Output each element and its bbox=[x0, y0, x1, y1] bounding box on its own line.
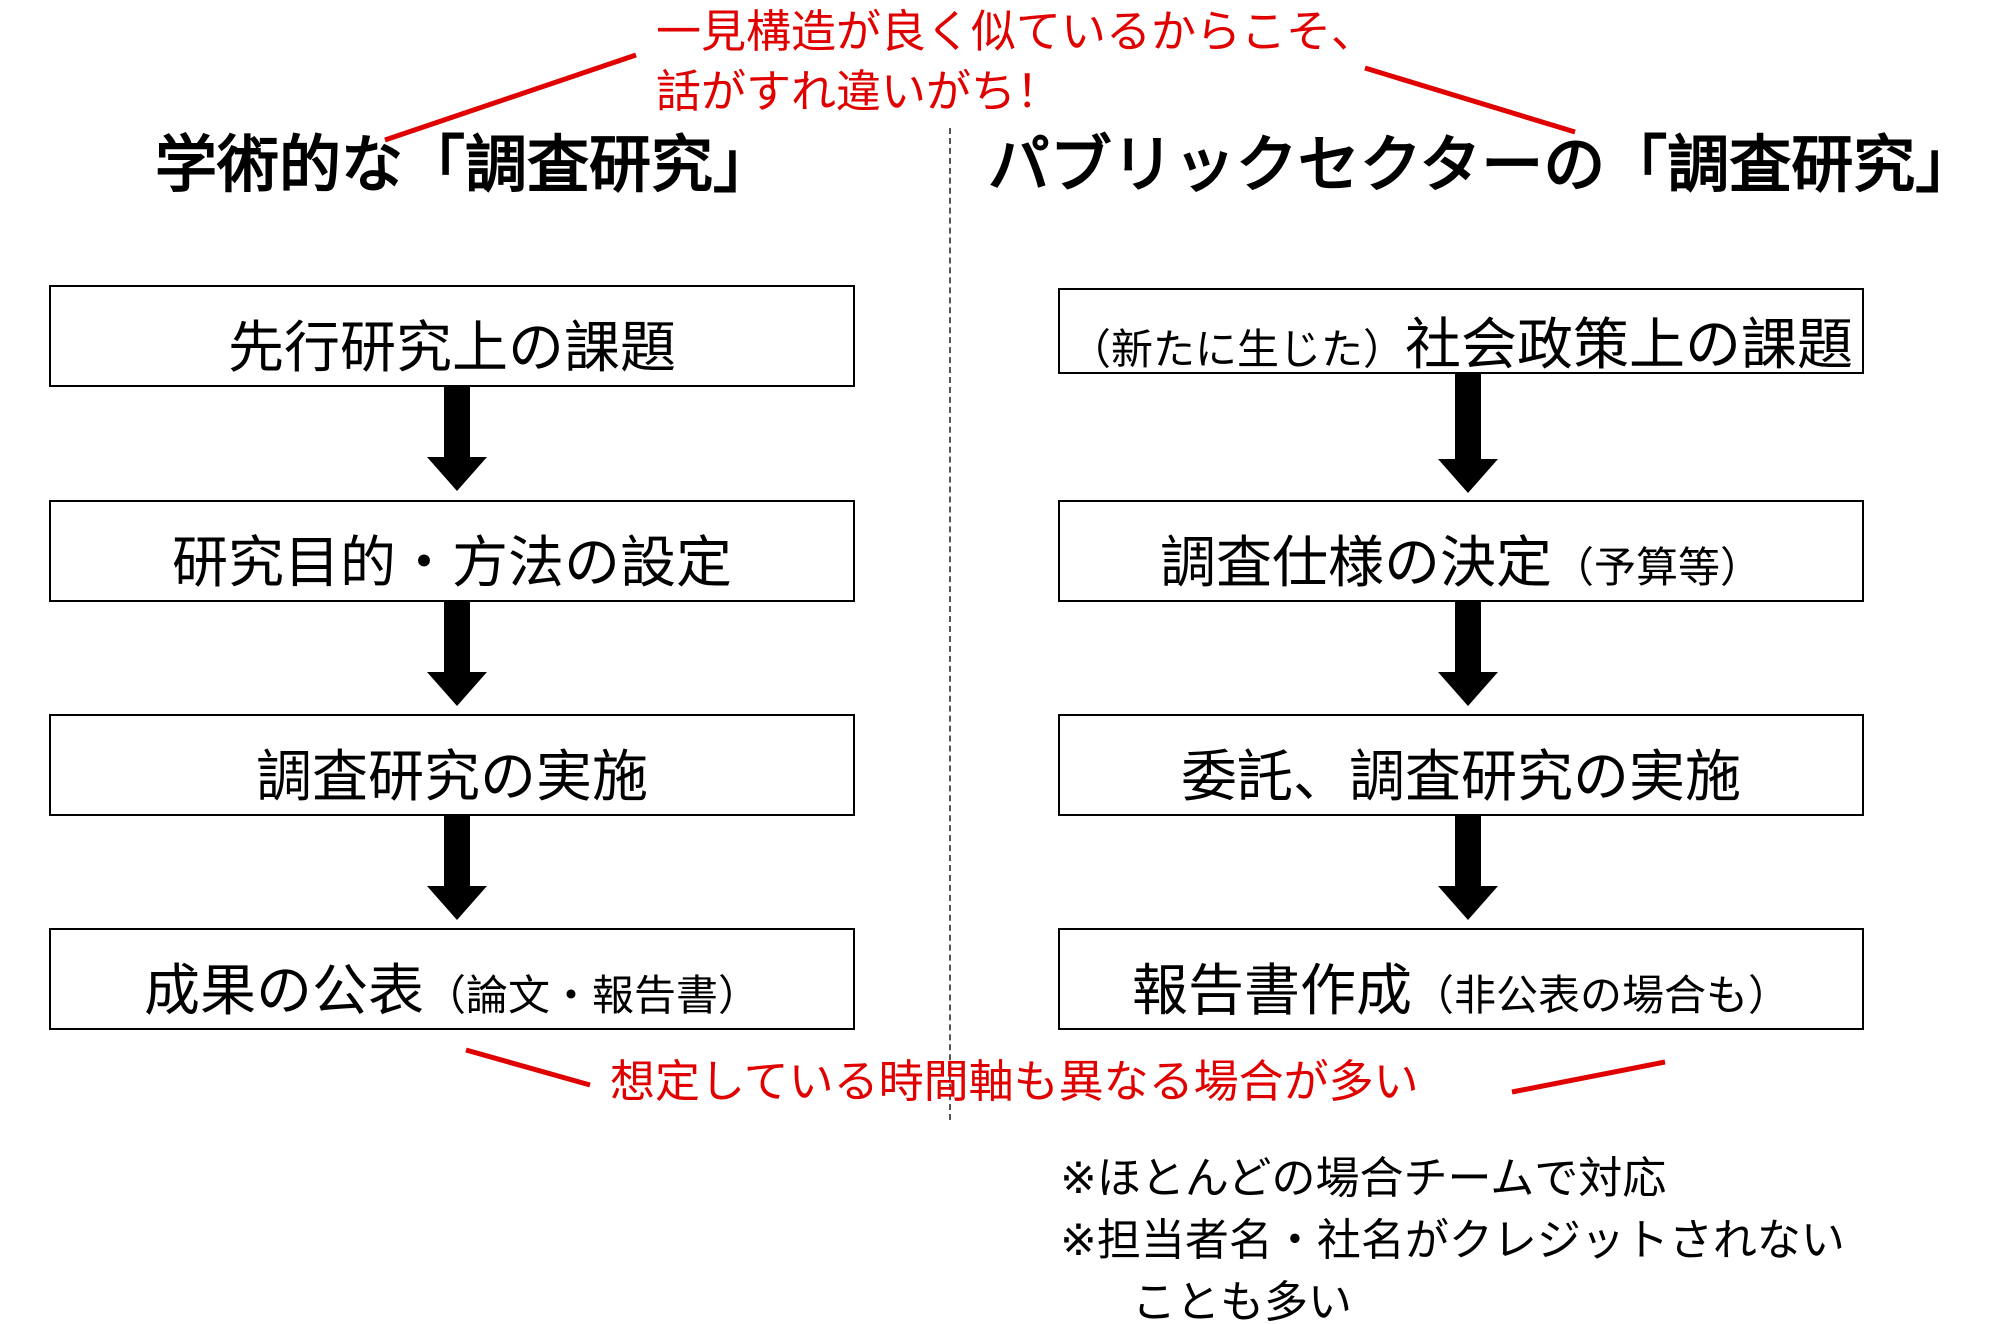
right-step-1-main: 社会政策上の課題 bbox=[1405, 313, 1853, 378]
left-arrow-1-head bbox=[427, 457, 487, 491]
left-step-1-box: 先行研究上の課題 bbox=[49, 285, 855, 387]
left-step-4-main: 成果の公表 bbox=[143, 959, 424, 1024]
left-step-3-box: 調査研究の実施 bbox=[49, 714, 855, 816]
right-arrow-3-head bbox=[1438, 886, 1498, 920]
right-arrow-2-head bbox=[1438, 672, 1498, 706]
right-column-title: パブリックセクターの「調査研究」 bbox=[987, 128, 1978, 201]
left-arrow-1-shaft bbox=[444, 387, 470, 457]
left-step-4-sub: （論文・報告書） bbox=[423, 971, 760, 1020]
right-arrow-1-shaft bbox=[1455, 374, 1481, 459]
right-step-1-box: （新たに生じた）社会政策上の課題 bbox=[1058, 288, 1864, 378]
left-step-3-main: 調査研究の実施 bbox=[256, 745, 648, 810]
right-step-1-sub: （新たに生じた） bbox=[1068, 325, 1405, 374]
left-arrow-2-shaft bbox=[444, 602, 470, 672]
footnotes: ※ほとんどの場合チームで対応 ※担当者名・社名がクレジットされない ことも多い bbox=[1060, 1148, 1845, 1324]
right-arrow-2-shaft bbox=[1455, 602, 1481, 672]
right-step-2-text: 調査仕様の決定（予算等） bbox=[1060, 518, 1862, 599]
column-divider bbox=[949, 128, 951, 1120]
bottom-note: 想定している時間軸も異なる場合が多い bbox=[610, 1055, 1419, 1108]
right-step-2-main: 調査仕様の決定 bbox=[1159, 531, 1552, 596]
left-step-2-text: 研究目的・方法の設定 bbox=[51, 518, 853, 599]
right-step-1-text: （新たに生じた）社会政策上の課題 bbox=[1060, 300, 1862, 381]
right-step-2-sub: （予算等） bbox=[1551, 543, 1762, 592]
left-arrow-2-head bbox=[427, 672, 487, 706]
left-step-1-text: 先行研究上の課題 bbox=[51, 303, 853, 384]
left-arrow-3-shaft bbox=[444, 816, 470, 886]
left-arrow-3-head bbox=[427, 886, 487, 920]
right-step-2-box: 調査仕様の決定（予算等） bbox=[1058, 500, 1864, 602]
left-step-2-box: 研究目的・方法の設定 bbox=[49, 500, 855, 602]
footnote-2: ※担当者名・社名がクレジットされない bbox=[1060, 1215, 1845, 1266]
right-step-4-main: 報告書作成 bbox=[1131, 959, 1412, 1024]
top-note-line2: 話がすれ違いがち！ bbox=[656, 65, 1062, 118]
top-note: 一見構造が良く似ているからこそ、 話がすれ違いがち！ bbox=[656, 2, 1456, 122]
footnote-1: ※ほとんどの場合チームで対応 bbox=[1060, 1153, 1667, 1204]
left-step-2-main: 研究目的・方法の設定 bbox=[172, 531, 732, 596]
right-step-4-sub: （非公表の場合も） bbox=[1411, 971, 1790, 1020]
left-column-title: 学術的な「調査研究」 bbox=[154, 128, 775, 201]
footnote-2-continued: ことも多い bbox=[1132, 1277, 1352, 1324]
right-arrow-1-head bbox=[1438, 459, 1498, 493]
right-arrow-3-shaft bbox=[1455, 816, 1481, 886]
right-step-3-box: 委託、調査研究の実施 bbox=[1058, 714, 1864, 816]
left-step-1-main: 先行研究上の課題 bbox=[228, 316, 676, 381]
left-step-4-text: 成果の公表（論文・報告書） bbox=[51, 946, 853, 1027]
top-note-line1: 一見構造が良く似ているからこそ、 bbox=[656, 5, 1377, 58]
right-step-4-box: 報告書作成（非公表の場合も） bbox=[1058, 928, 1864, 1030]
left-step-4-box: 成果の公表（論文・報告書） bbox=[49, 928, 855, 1030]
bottom-right-connector bbox=[1511, 1059, 1666, 1095]
left-step-3-text: 調査研究の実施 bbox=[51, 732, 853, 813]
bottom-left-connector bbox=[465, 1047, 591, 1088]
right-step-3-main: 委託、調査研究の実施 bbox=[1181, 745, 1741, 810]
right-step-3-text: 委託、調査研究の実施 bbox=[1060, 732, 1862, 813]
right-step-4-text: 報告書作成（非公表の場合も） bbox=[1060, 946, 1862, 1027]
